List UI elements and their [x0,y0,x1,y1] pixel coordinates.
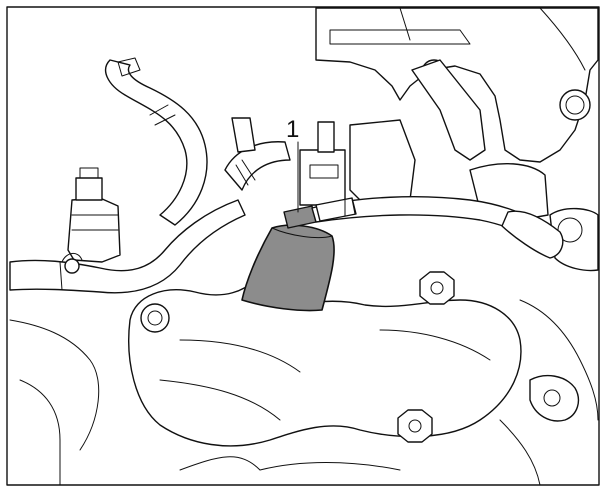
center-pipe [224,141,291,191]
boot-connector [283,205,317,229]
harness-end-cap [501,210,564,259]
intake-manifold [128,279,522,447]
harness-sleeve [315,197,357,222]
bolt-lower [397,409,433,443]
engine-cover-upper-right [315,7,599,163]
callout-label: 1 [286,116,299,143]
diagram-border [6,6,600,486]
callout-1: 1 [286,116,299,213]
wire-harness [311,196,564,259]
left-hose-upper [105,59,208,226]
left-hose-lower [9,199,246,294]
boot-shaded [241,224,335,312]
background-engine-parts [9,7,599,486]
